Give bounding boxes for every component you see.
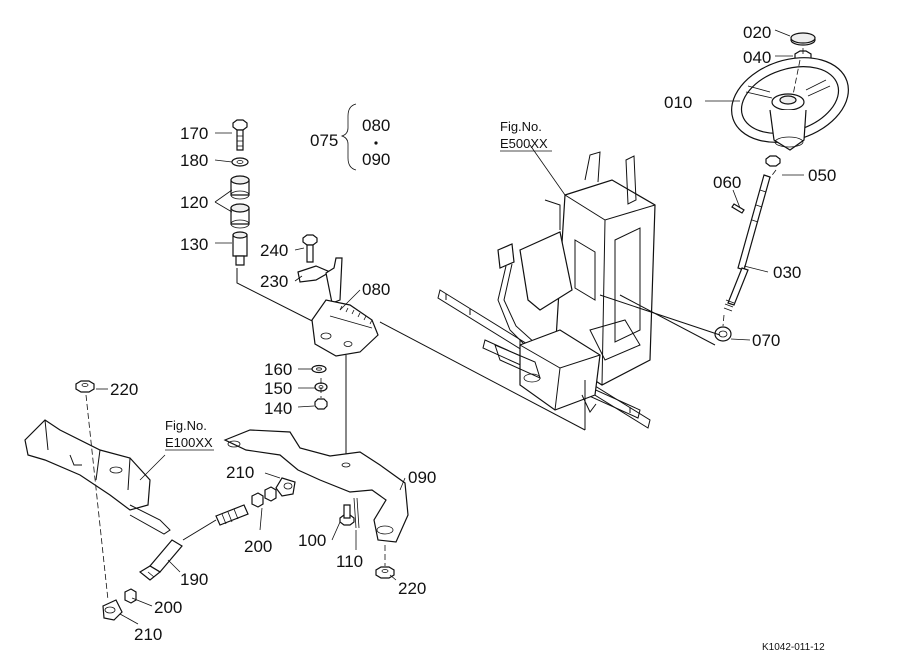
fig-ref-e100-code: E100XX xyxy=(165,435,213,450)
fig-ref-e500-label: Fig.No. xyxy=(500,119,542,134)
part-label-210-upper: 210 xyxy=(226,463,254,482)
front-axle-drawing xyxy=(24,419,171,535)
part-label-110: 110 xyxy=(336,552,363,571)
part-label-060: 060 xyxy=(713,173,741,192)
part-label-170: 170 xyxy=(180,124,208,143)
nut-220-drawing xyxy=(75,380,395,579)
part-label-100: 100 xyxy=(298,531,326,550)
fasteners-drawing xyxy=(311,364,328,410)
part-label-090-option: 090 xyxy=(362,150,390,169)
drag-link-drawing xyxy=(102,477,296,621)
brace-075 xyxy=(340,103,357,171)
part-label-075: 075 xyxy=(310,131,338,150)
part-label-160: 160 xyxy=(264,360,292,379)
part-label-040: 040 xyxy=(743,48,771,67)
leader-lines xyxy=(96,29,804,625)
part-label-220-lower: 220 xyxy=(398,579,426,598)
part-label-230: 230 xyxy=(260,272,288,291)
part-label-240: 240 xyxy=(260,241,288,260)
pitman-arm-drawing xyxy=(223,429,409,543)
part-label-120: 120 xyxy=(180,193,208,212)
fig-ref-e100-label: Fig.No. xyxy=(165,418,207,433)
part-label-200-upper: 200 xyxy=(244,537,272,556)
part-label-180: 180 xyxy=(180,151,208,170)
part-label-070: 070 xyxy=(752,331,780,350)
part-label-210-lower: 210 xyxy=(134,625,162,644)
steering-wheel-drawing xyxy=(714,32,849,342)
part-label-200-lower: 200 xyxy=(154,598,182,617)
part-label-080-option: 080 xyxy=(362,116,390,135)
column-parts-drawing xyxy=(230,119,331,331)
drawing-code: K1042-011-12 xyxy=(762,642,825,653)
sector-gear-drawing xyxy=(311,299,586,470)
bolt-100-drawing xyxy=(339,497,360,529)
part-label-140: 140 xyxy=(264,399,292,418)
part-label-220-upper: 220 xyxy=(110,380,138,399)
part-label-030: 030 xyxy=(773,263,801,282)
part-label-090: 090 xyxy=(408,468,436,487)
part-label-020: 020 xyxy=(743,23,771,42)
bracket-230-drawing xyxy=(297,234,343,304)
part-label-190: 190 xyxy=(180,570,208,589)
brace-dot xyxy=(374,141,378,145)
part-label-010: 010 xyxy=(664,93,692,112)
part-label-050: 050 xyxy=(808,166,836,185)
part-label-150: 150 xyxy=(264,379,292,398)
assembly-lines xyxy=(85,294,721,601)
fig-ref-e500-code: E500XX xyxy=(500,136,548,151)
part-label-130: 130 xyxy=(180,235,208,254)
frame-drawing xyxy=(437,151,656,429)
part-label-080: 080 xyxy=(362,280,390,299)
